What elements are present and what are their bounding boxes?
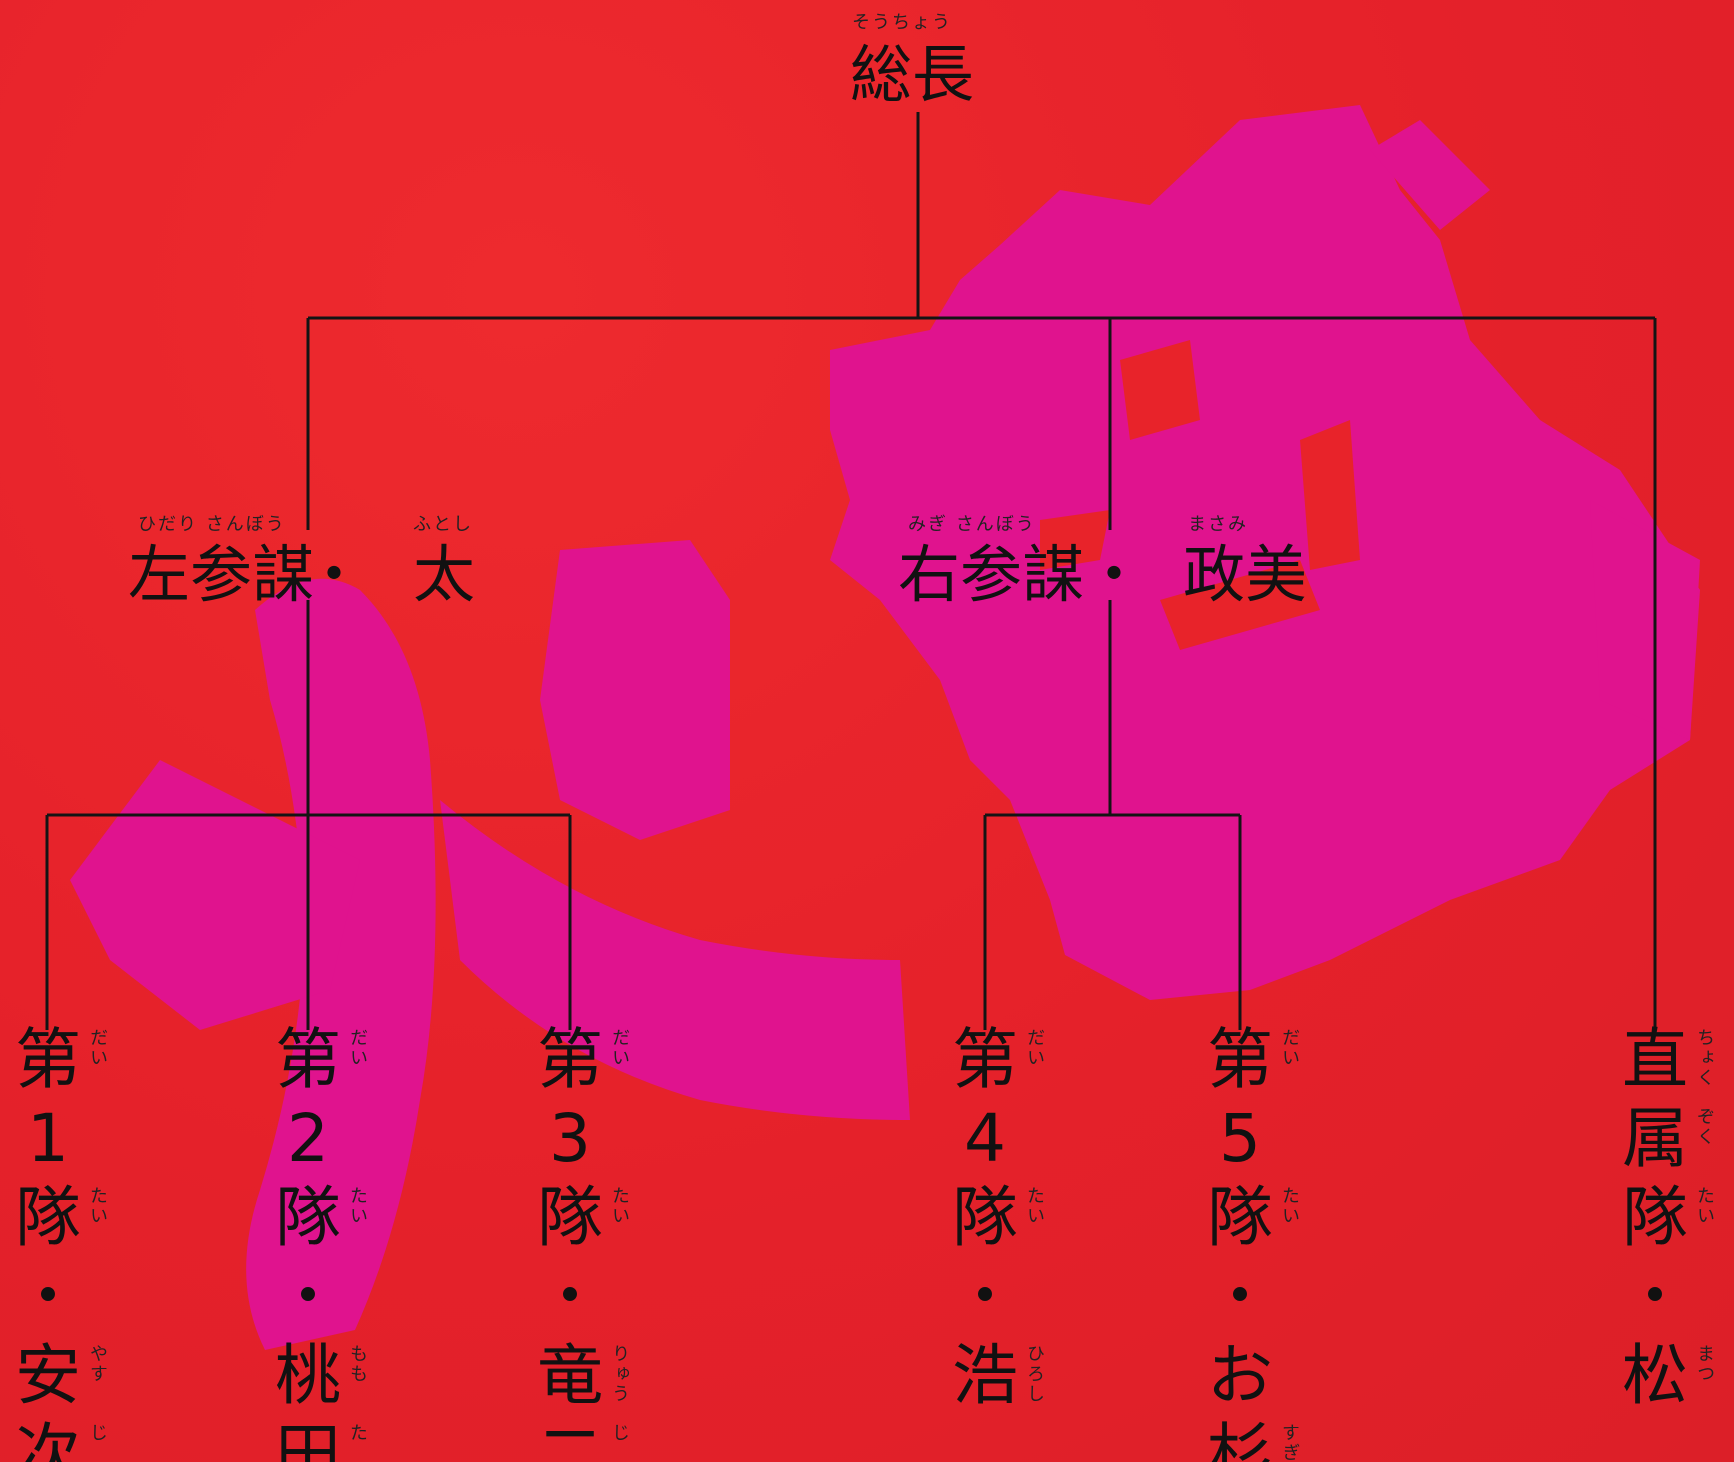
unit-char: 浩 (952, 1337, 1018, 1414)
unit-ruby: だい (347, 1028, 368, 1068)
unit-char: 二 (537, 1416, 603, 1462)
connector-lines (45, 112, 1657, 1030)
unit-char: 第 (1207, 1021, 1273, 1098)
direct-unit-column: 直ちょく属ぞく隊たい・松まつ (1615, 1020, 1715, 1415)
unit-char: 田 (275, 1416, 341, 1462)
unit-ruby: たい (1694, 1186, 1715, 1226)
left-advisor-title-ruby: ひだり さんぼう (138, 514, 286, 535)
unit-char: 第 (15, 1021, 81, 1098)
left-advisor-sep: ・ (303, 538, 366, 611)
right-advisor-sep: ・ (1083, 538, 1146, 611)
unit-ruby: ちょく (1694, 1028, 1715, 1088)
unit-ruby: ひろし (1024, 1344, 1045, 1404)
unit-char: ・ (952, 1258, 1018, 1335)
unit-ruby: た (347, 1423, 368, 1443)
unit-char: ・ (15, 1258, 81, 1335)
unit-ruby: だい (1024, 1028, 1045, 1068)
unit-ruby: まつ (1694, 1344, 1715, 1384)
unit-char: 次 (15, 1416, 81, 1462)
unit-ruby: もも (347, 1344, 368, 1384)
root-label: 総長 (850, 38, 975, 111)
left-advisor-name: 太 (413, 538, 476, 611)
unit-char: 隊 (1207, 1179, 1273, 1256)
unit-char: 4 (964, 1100, 1006, 1177)
right-advisor-title-ruby: みぎ さんぼう (908, 514, 1036, 535)
right-advisor-name-ruby: まさみ (1188, 514, 1248, 535)
brush-texture (1040, 340, 1360, 650)
unit-char: 杉 (1207, 1416, 1273, 1462)
unit-ruby: りゅう (609, 1344, 630, 1404)
right-advisor-name: 政美 (1183, 538, 1308, 611)
brush-calligraphy (70, 105, 1700, 1350)
unit-char: 隊 (15, 1179, 81, 1256)
unit-ruby: だい (609, 1028, 630, 1068)
unit-char: 隊 (275, 1179, 341, 1256)
root-ruby: そうちょう (852, 12, 952, 33)
unit-char: ・ (537, 1258, 603, 1335)
unit-char: 直 (1622, 1021, 1688, 1098)
unit-char: 第 (537, 1021, 603, 1098)
unit-char: 第 (275, 1021, 341, 1098)
unit-char: 2 (287, 1100, 329, 1177)
unit-char: 隊 (537, 1179, 603, 1256)
unit-ruby: だい (87, 1028, 108, 1068)
unit-char: 竜 (537, 1337, 603, 1414)
unit-char: 第 (952, 1021, 1018, 1098)
unit-ruby: じ (87, 1423, 108, 1443)
right-advisor-title: 右参謀 (898, 538, 1085, 611)
unit-char: ・ (275, 1258, 341, 1335)
unit-ruby: たい (609, 1186, 630, 1226)
unit-char: お (1207, 1337, 1273, 1414)
unit-ruby: たい (1024, 1186, 1045, 1226)
unit-char: 隊 (952, 1179, 1018, 1256)
unit-char: 隊 (1622, 1179, 1688, 1256)
unit-char: 1 (27, 1100, 69, 1177)
unit-ruby: たい (347, 1186, 368, 1226)
unit-ruby: たい (1279, 1186, 1300, 1226)
unit-ruby: たい (87, 1186, 108, 1226)
unit-char: 属 (1622, 1100, 1688, 1177)
unit-ruby: やす (87, 1344, 108, 1384)
unit-ruby: すぎ (1279, 1423, 1300, 1462)
unit-char: ・ (1622, 1258, 1688, 1335)
unit-ruby: ぞく (1694, 1107, 1715, 1147)
unit-char: 3 (549, 1100, 591, 1177)
unit-ruby: だい (1279, 1028, 1300, 1068)
unit-char: 松 (1622, 1337, 1688, 1414)
left-advisor-title: 左参謀 (128, 538, 315, 611)
unit-char: ・ (1207, 1258, 1273, 1335)
unit-ruby: じ (609, 1423, 630, 1443)
left-advisor-name-ruby: ふとし (413, 514, 473, 535)
unit-char: 5 (1219, 1100, 1261, 1177)
unit-char: 安 (15, 1337, 81, 1414)
unit-char: 桃 (275, 1337, 341, 1414)
